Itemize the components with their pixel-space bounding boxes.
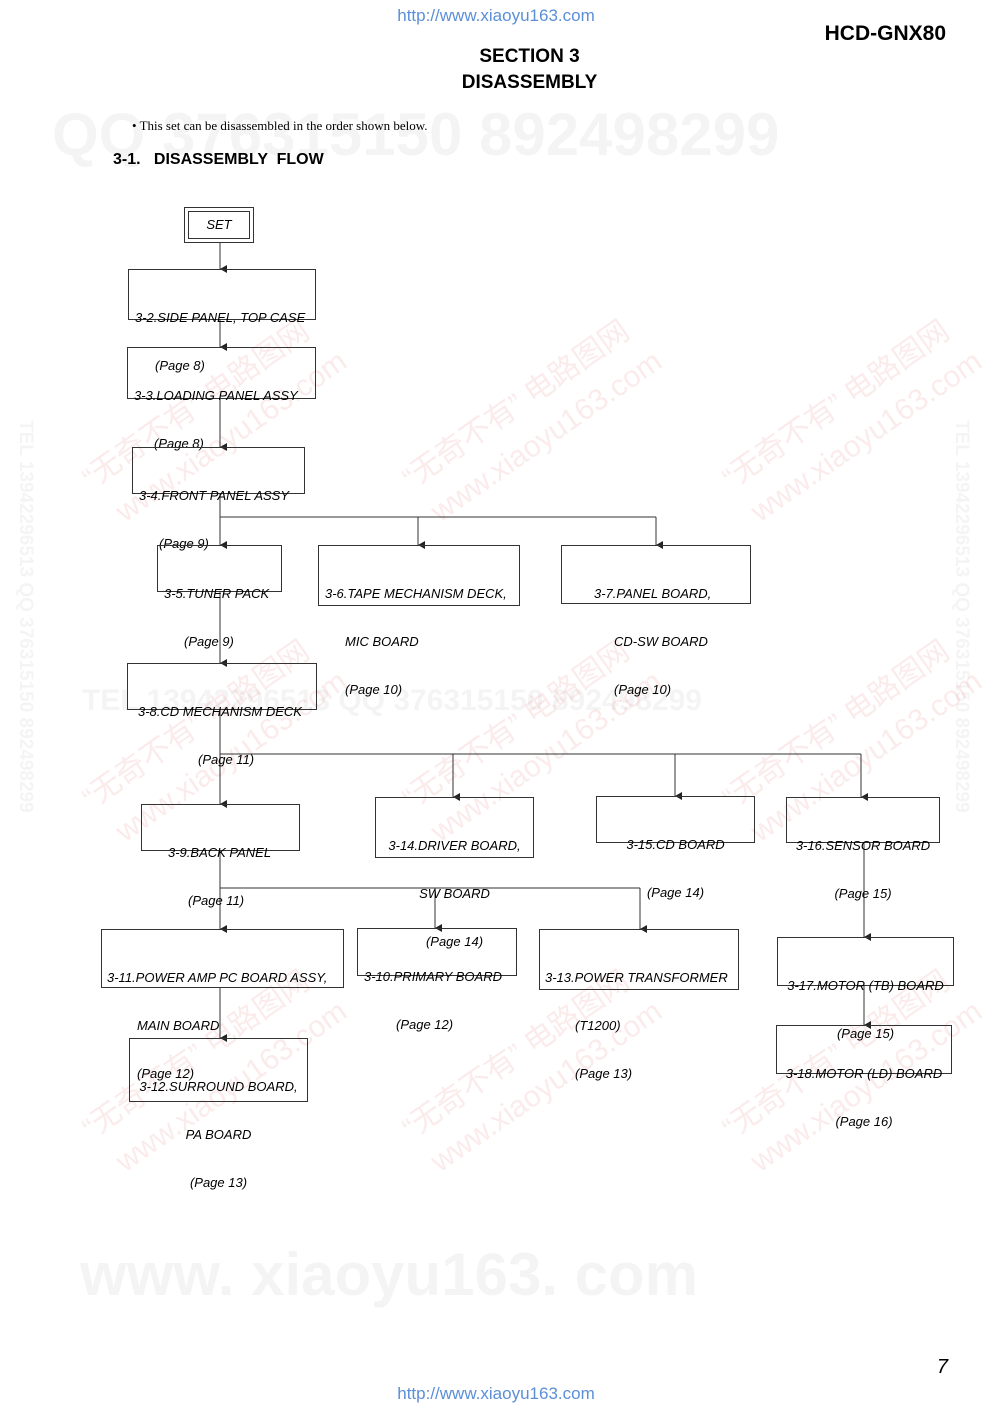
- node-subtitle: (T1200): [575, 1018, 621, 1033]
- node-page: (Page 14): [646, 885, 705, 900]
- node-title: 3-14.DRIVER BOARD,: [388, 838, 521, 853]
- node-3-13: 3-13.POWER TRANSFORMER (T1200) (Page 13): [539, 929, 739, 1081]
- node-page: (Page 12): [396, 1017, 454, 1032]
- node-subtitle: PA BOARD: [185, 1127, 252, 1142]
- node-title: 3-2.SIDE PANEL, TOP CASE: [135, 310, 306, 325]
- node-subtitle: MAIN BOARD: [137, 1018, 220, 1033]
- model-number: HCD-GNX80: [824, 22, 946, 45]
- node-title: 3-9.BACK PANEL: [168, 845, 272, 860]
- node-3-8: 3-8.CD MECHANISM DECK (Page 11): [127, 663, 317, 767]
- node-page: (Page 9): [159, 536, 209, 551]
- node-page: (Page 12): [137, 1066, 195, 1081]
- node-page: (Page 10): [345, 682, 403, 697]
- node-page: (Page 16): [835, 1114, 893, 1129]
- node-title: 3-4.FRONT PANEL ASSY: [139, 488, 290, 503]
- page-number: 7: [936, 1356, 948, 1378]
- node-3-4: 3-4.FRONT PANEL ASSY (Page 9): [132, 447, 305, 551]
- node-title: 3-7.PANEL BOARD,: [594, 586, 712, 601]
- watermark-qq: QQ 376315150 892498299: [52, 100, 779, 169]
- node-page: (Page 10): [614, 682, 672, 697]
- node-3-14: 3-14.DRIVER BOARD, SW BOARD (Page 14): [375, 797, 534, 949]
- node-page: (Page 11): [198, 752, 255, 767]
- node-title: 3-18.MOTOR (LD) BOARD: [785, 1066, 943, 1081]
- set-node: SET: [184, 207, 254, 243]
- node-title: 3-3.LOADING PANEL ASSY: [134, 388, 298, 403]
- node-3-10: 3-10.PRIMARY BOARD (Page 12): [357, 928, 517, 1032]
- node-page: (Page 11): [188, 893, 245, 908]
- node-subtitle: MIC BOARD: [345, 634, 419, 649]
- node-title: 3-15.CD BOARD: [626, 837, 725, 852]
- node-title: 3-10.PRIMARY BOARD: [364, 969, 502, 984]
- node-3-7: 3-7.PANEL BOARD, CD-SW BOARD (Page 10): [561, 545, 751, 697]
- node-3-16: 3-16.SENSOR BOARD (Page 15): [786, 797, 940, 901]
- node-3-12: 3-12.SURROUND BOARD, PA BOARD (Page 13): [129, 1038, 308, 1190]
- node-title: 3-13.POWER TRANSFORMER: [545, 970, 728, 985]
- node-subtitle: SW BOARD: [419, 886, 490, 901]
- node-page: (Page 14): [425, 934, 484, 949]
- watermark-vertical-left: TEL 13942296513 QQ 376315150 892498299: [14, 420, 36, 813]
- intro-text: • This set can be disassembled in the or…: [132, 118, 428, 133]
- node-page: (Page 15): [834, 886, 892, 901]
- node-page: (Page 13): [189, 1175, 248, 1190]
- node-3-18: 3-18.MOTOR (LD) BOARD (Page 16): [776, 1025, 952, 1129]
- node-page: (Page 9): [184, 634, 234, 649]
- flow-title: 3-1. DISASSEMBLY FLOW: [113, 151, 324, 168]
- watermark-tel: TEL 13942296513 QQ 376315150 892498299: [82, 684, 702, 718]
- node-page: (Page 13): [575, 1066, 633, 1081]
- section-number: SECTION 3: [479, 46, 580, 67]
- node-title: 3-5.TUNER PACK: [164, 586, 270, 601]
- top-url-link[interactable]: http://www.xiaoyu163.com: [397, 6, 595, 25]
- node-3-2: 3-2.SIDE PANEL, TOP CASE (Page 8): [128, 269, 316, 373]
- node-title: 3-11.POWER AMP PC BOARD ASSY,: [107, 970, 328, 985]
- node-title: 3-12.SURROUND BOARD,: [139, 1079, 298, 1094]
- node-title: 3-16.SENSOR BOARD: [795, 838, 931, 853]
- node-title: 3-6.TAPE MECHANISM DECK,: [325, 586, 507, 601]
- node-3-15: 3-15.CD BOARD (Page 14): [596, 796, 755, 900]
- node-title: 3-17.MOTOR (TB) BOARD: [787, 978, 944, 993]
- node-3-3: 3-3.LOADING PANEL ASSY (Page 8): [127, 347, 316, 451]
- node-3-9: 3-9.BACK PANEL (Page 11): [141, 804, 300, 908]
- section-title: DISASSEMBLY: [461, 72, 598, 93]
- node-page: (Page 15): [836, 1026, 895, 1041]
- bottom-url-link[interactable]: http://www.xiaoyu163.com: [397, 1384, 595, 1403]
- node-page: (Page 8): [155, 358, 205, 373]
- watermark-www: www. xiaoyu163. com: [80, 1240, 698, 1309]
- node-3-6: 3-6.TAPE MECHANISM DECK, MIC BOARD (Page…: [318, 545, 520, 697]
- node-3-17: 3-17.MOTOR (TB) BOARD (Page 15): [777, 937, 954, 1041]
- node-title: 3-8.CD MECHANISM DECK: [138, 704, 302, 719]
- watermark-vertical-right: TEL 13942296513 QQ 376315150 892498299: [950, 420, 972, 813]
- node-3-5: 3-5.TUNER PACK (Page 9): [157, 545, 282, 649]
- node-subtitle: CD-SW BOARD: [614, 634, 708, 649]
- set-label: SET: [188, 211, 250, 239]
- node-3-11: 3-11.POWER AMP PC BOARD ASSY, MAIN BOARD…: [101, 929, 344, 1081]
